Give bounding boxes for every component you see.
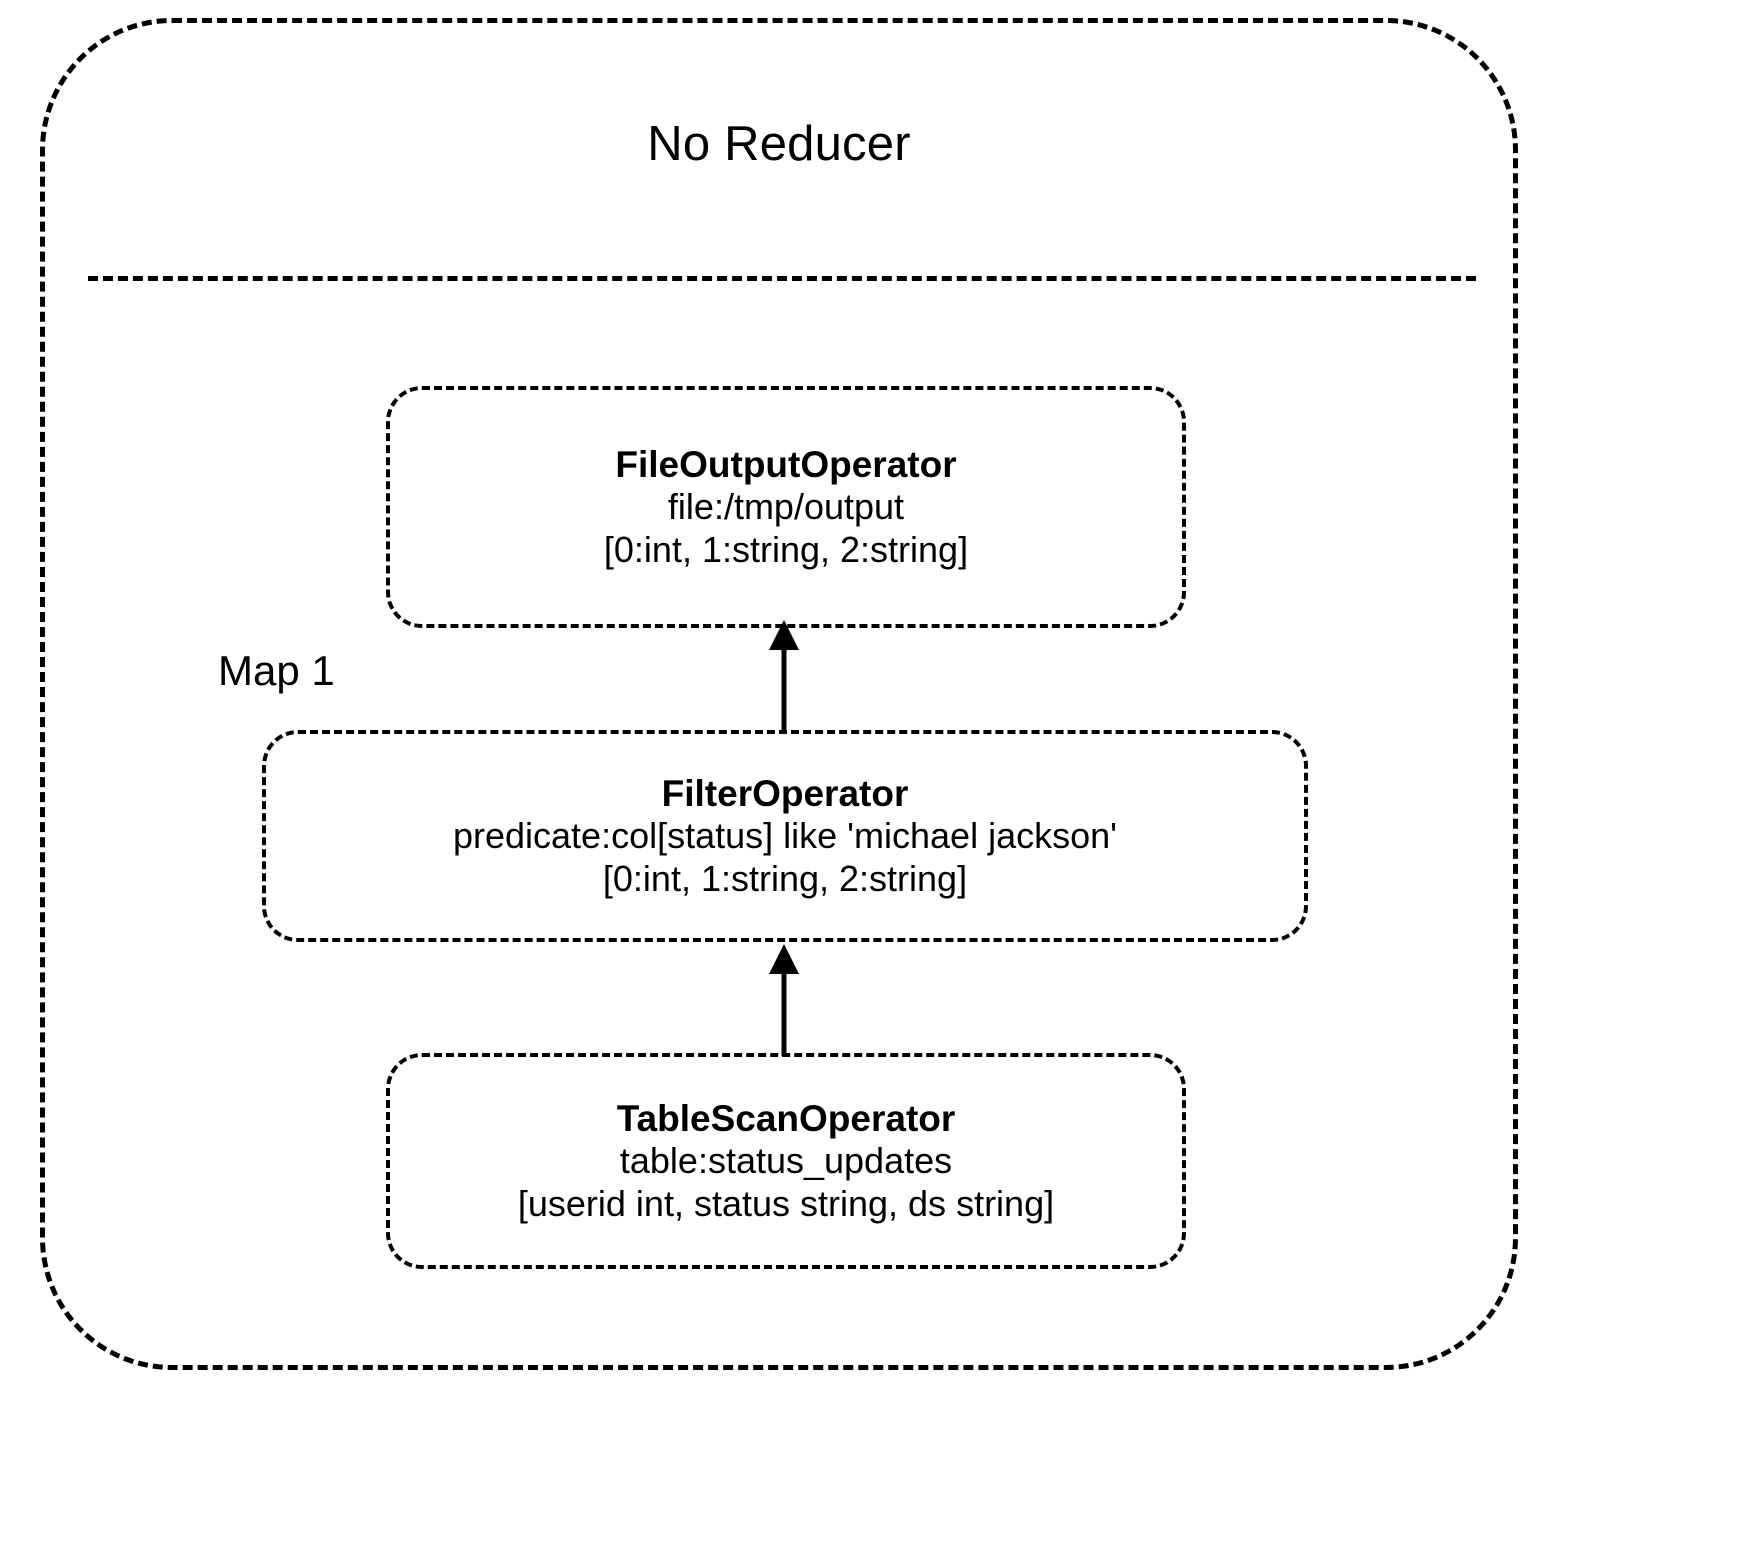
node-title: FilterOperator bbox=[661, 772, 909, 814]
stage-divider bbox=[88, 276, 1476, 281]
edge-table-scan-to-filter-arrow-icon bbox=[762, 944, 806, 1056]
node-detail-line: table:status_updates bbox=[619, 1140, 953, 1182]
node-schema-line: [0:int, 1:string, 2:string] bbox=[602, 857, 968, 899]
node-table-scan-operator[interactable]: TableScanOperator table:status_updates [… bbox=[386, 1053, 1186, 1269]
node-filter-operator[interactable]: FilterOperator predicate:col[status] lik… bbox=[262, 730, 1308, 942]
node-detail-line: predicate:col[status] like 'michael jack… bbox=[452, 815, 1118, 857]
edge-filter-to-file-output-arrow-icon bbox=[762, 620, 806, 732]
map-stage-label: Map 1 bbox=[218, 647, 335, 694]
node-schema-line: [0:int, 1:string, 2:string] bbox=[603, 528, 969, 570]
node-file-output-operator[interactable]: FileOutputOperator file:/tmp/output [0:i… bbox=[386, 386, 1186, 628]
stage-title: No Reducer bbox=[647, 117, 911, 171]
node-detail-line: file:/tmp/output bbox=[667, 486, 905, 528]
node-schema-line: [userid int, status string, ds string] bbox=[517, 1182, 1055, 1224]
node-title: FileOutputOperator bbox=[615, 443, 957, 485]
node-title: TableScanOperator bbox=[616, 1097, 956, 1139]
stage-container bbox=[40, 18, 1518, 1370]
